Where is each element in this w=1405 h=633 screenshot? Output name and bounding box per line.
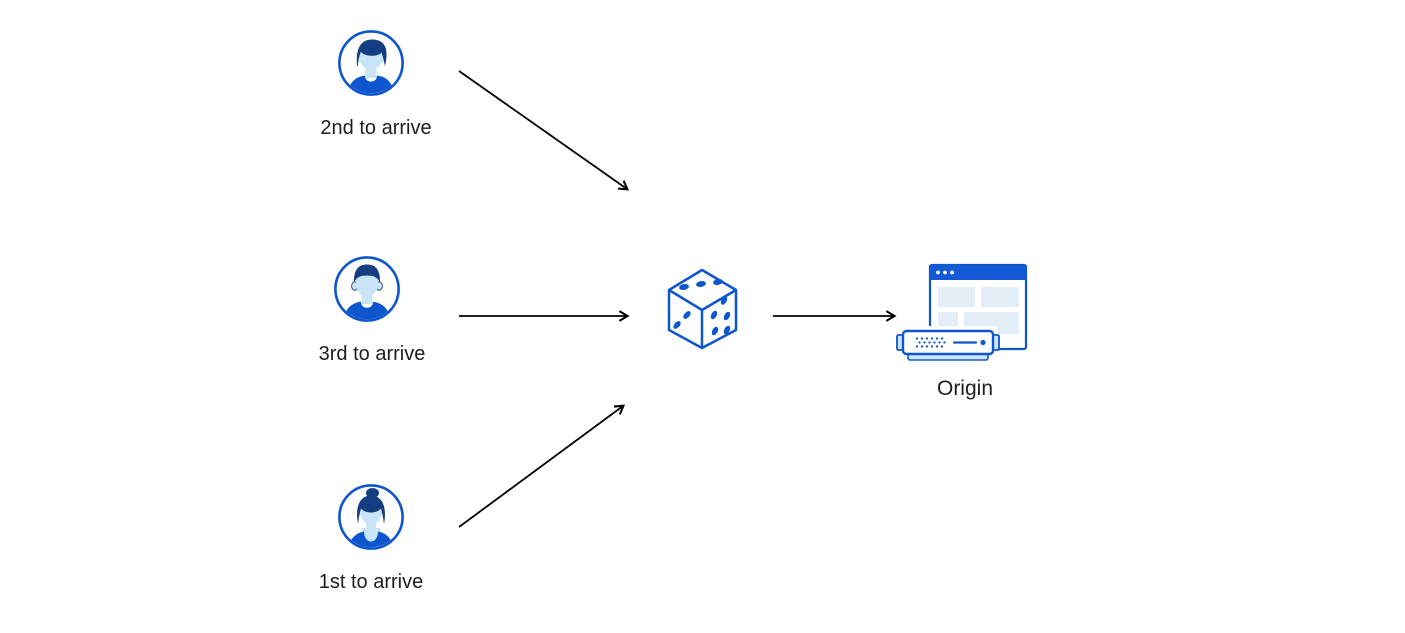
dice-icon: [667, 268, 738, 350]
user-avatar-man-swept-hair-icon: [338, 30, 404, 96]
visitor-first-node: 1st to arrive: [319, 484, 423, 593]
arrow-visitor-first-to-dice: [458, 404, 626, 528]
visitor-second-label: 2nd to arrive: [320, 117, 432, 139]
selector-node: [665, 264, 740, 354]
user-avatar-man-flat-top-icon: [334, 256, 400, 322]
visitor-third-label: 3rd to arrive: [318, 343, 426, 365]
visitor-third-node: 3rd to arrive: [319, 256, 425, 365]
visitor-first-label: 1st to arrive: [318, 571, 424, 593]
origin-server-browser-icon: [896, 263, 1028, 362]
user-avatar-woman-bun-icon: [338, 484, 404, 550]
visitor-second-node: 2nd to arrive: [320, 30, 432, 139]
origin-label: Origin: [936, 377, 994, 400]
arrow-visitor-second-to-dice: [458, 70, 630, 191]
origin-node: Origin: [895, 260, 1035, 400]
